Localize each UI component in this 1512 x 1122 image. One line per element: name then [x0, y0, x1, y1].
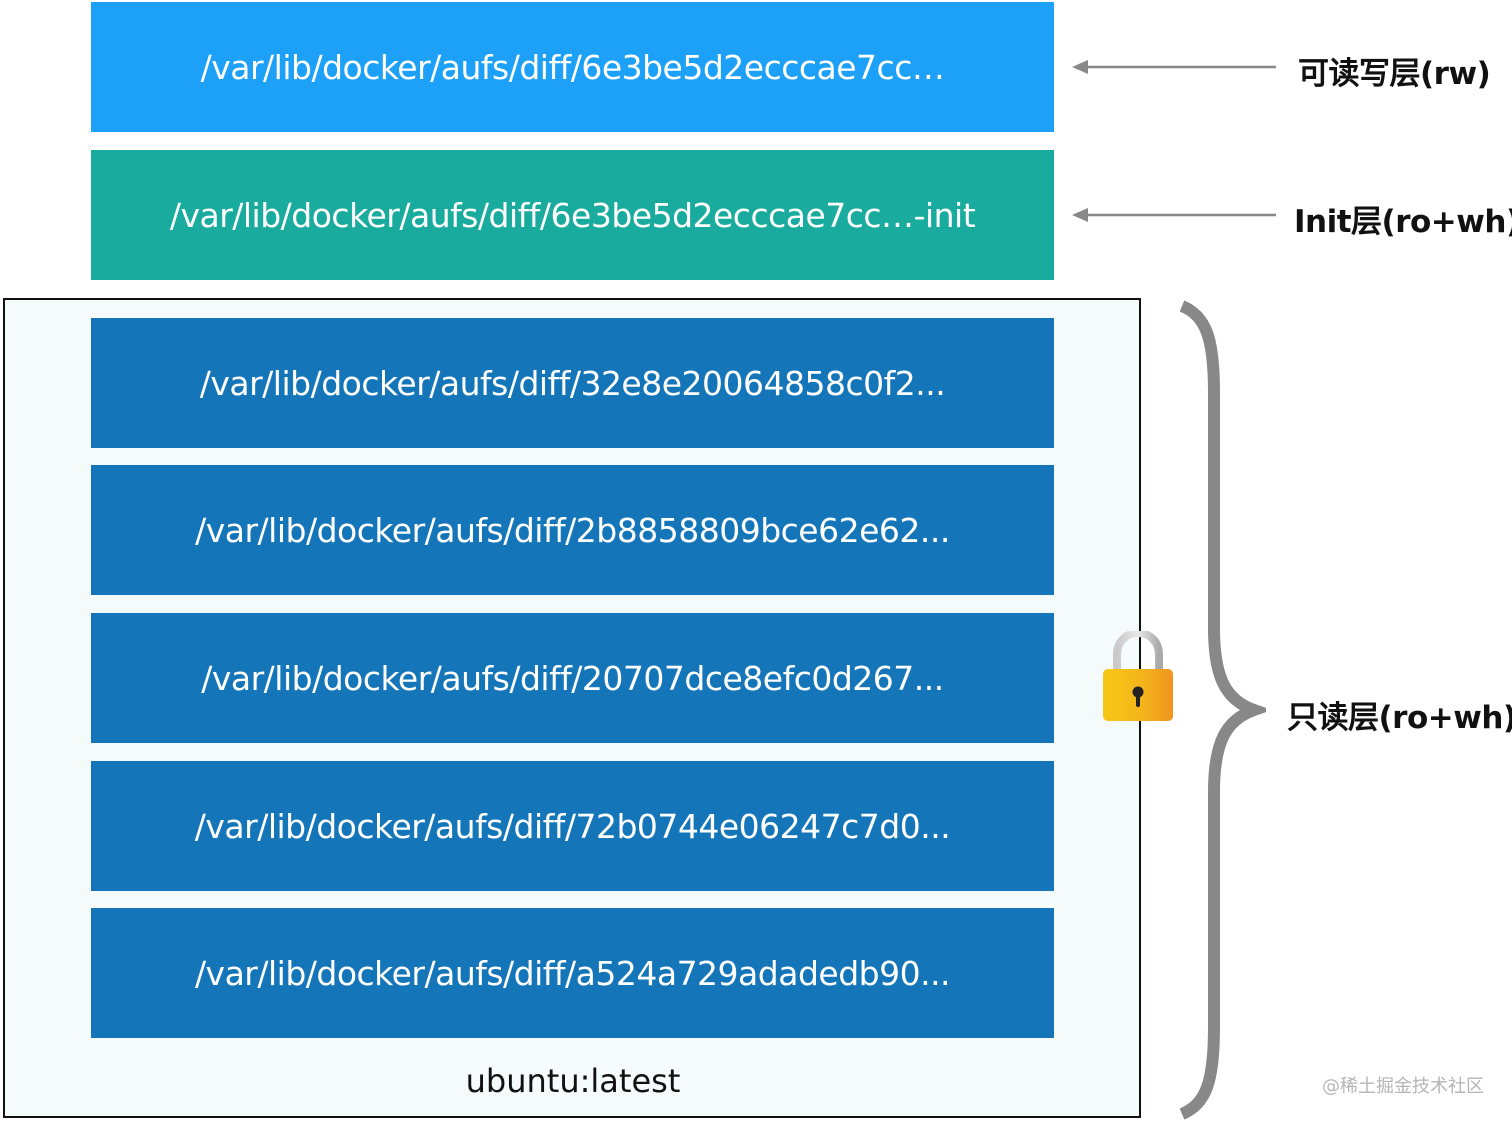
layer-readonly-3-path: /var/lib/docker/aufs/diff/20707dce8efc0d… — [201, 658, 944, 698]
layer-readonly-3: /var/lib/docker/aufs/diff/20707dce8efc0d… — [91, 613, 1054, 743]
layer-rw-path: /var/lib/docker/aufs/diff/6e3be5d2ecccae… — [200, 47, 945, 87]
layer-readonly-5-path: /var/lib/docker/aufs/diff/a524a729adaded… — [194, 953, 951, 993]
image-label: ubuntu:latest — [465, 1062, 681, 1100]
layer-init: /var/lib/docker/aufs/diff/6e3be5d2ecccae… — [91, 150, 1054, 280]
layer-readonly-1-path: /var/lib/docker/aufs/diff/32e8e20064858c… — [199, 363, 946, 403]
watermark: @稀土掘金技术社区 — [1322, 1076, 1484, 1097]
arrow-init — [1072, 208, 1276, 222]
arrow-rw — [1072, 60, 1276, 74]
layer-rw: /var/lib/docker/aufs/diff/6e3be5d2ecccae… — [91, 2, 1054, 132]
label-readonly: 只读层(ro+wh) — [1287, 700, 1512, 736]
layer-readonly-2: /var/lib/docker/aufs/diff/2b8858809bce62… — [91, 465, 1054, 595]
layer-init-path: /var/lib/docker/aufs/diff/6e3be5d2ecccae… — [169, 195, 976, 235]
layer-readonly-4-path: /var/lib/docker/aufs/diff/72b0744e06247c… — [194, 806, 951, 846]
layer-readonly-5: /var/lib/docker/aufs/diff/a524a729adaded… — [91, 908, 1054, 1038]
curly-brace — [1179, 300, 1266, 1120]
lock-icon — [1103, 631, 1173, 721]
label-rw: 可读写层(rw) — [1298, 56, 1491, 92]
label-init: Init层(ro+wh) — [1294, 204, 1512, 240]
layer-readonly-4: /var/lib/docker/aufs/diff/72b0744e06247c… — [91, 761, 1054, 891]
layer-readonly-2-path: /var/lib/docker/aufs/diff/2b8858809bce62… — [195, 510, 950, 550]
layer-readonly-1: /var/lib/docker/aufs/diff/32e8e20064858c… — [91, 318, 1054, 448]
